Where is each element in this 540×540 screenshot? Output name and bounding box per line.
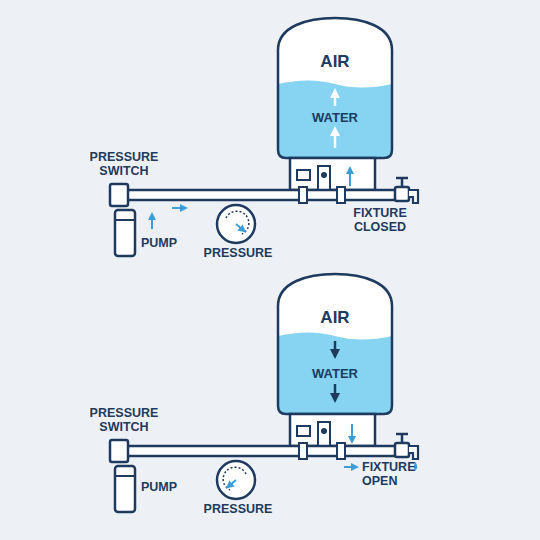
gauge-needle (229, 480, 236, 486)
switch-label: PRESSURE SWITCH (82, 406, 166, 434)
faucet-body (395, 187, 409, 201)
pump (115, 210, 135, 256)
pipe-fitting (337, 443, 345, 459)
pipe-fitting (337, 187, 345, 203)
faucet-handle (396, 434, 408, 443)
inlet-valve (321, 172, 327, 178)
faucet-spout (409, 446, 418, 459)
switch-label: PRESSURE SWITCH (82, 150, 166, 178)
water (270, 332, 400, 426)
pressure-switch (110, 440, 128, 462)
pressure-switch (110, 184, 128, 206)
fixture-label: FIXTURE OPEN (362, 460, 428, 488)
water-rise-arrow (334, 93, 337, 106)
inflow-arrow (349, 170, 351, 186)
water-fall-arrow (334, 384, 337, 398)
gauge-scale (223, 467, 246, 490)
tank-outline (278, 18, 392, 158)
tank-outline (278, 274, 392, 414)
tank: AIR WATER (278, 274, 392, 414)
pipe (124, 190, 396, 200)
faucet-spout (409, 190, 418, 203)
flow-arrow (172, 207, 184, 209)
pipe (124, 446, 396, 456)
pipe-fitting (299, 187, 307, 203)
faucet-handle (396, 178, 408, 187)
gauge-needle (236, 224, 243, 230)
tank-inlet (318, 166, 330, 190)
tank-inlet (318, 422, 330, 446)
gauge-scale (226, 211, 249, 234)
water-label: WATER (278, 366, 392, 381)
pump-band (115, 219, 135, 221)
faucet-body (395, 443, 409, 457)
air-label: AIR (278, 52, 392, 71)
inlet-valve (321, 428, 327, 434)
water-label: WATER (278, 110, 392, 125)
pump (115, 466, 135, 512)
fixture-label: FIXTURE CLOSED (338, 206, 422, 234)
base-box (297, 170, 310, 180)
tank: AIR WATER (278, 18, 392, 158)
water (270, 80, 400, 170)
air-label: AIR (278, 308, 392, 327)
pressure-gauge (217, 461, 255, 499)
flow-arrow (344, 466, 355, 468)
pump-label: PUMP (141, 480, 201, 494)
pressure-gauge (217, 205, 255, 243)
outflow-arrow (351, 424, 353, 440)
gauge-label: PRESSURE (193, 246, 283, 260)
tank-base (290, 158, 375, 190)
pump-arrow (151, 216, 153, 229)
tank-base (290, 414, 375, 446)
base-box (297, 426, 310, 436)
water-rise-arrow (334, 131, 337, 148)
pump-band (115, 475, 135, 477)
pipe-fitting (299, 443, 307, 459)
gauge-label: PRESSURE (193, 502, 283, 516)
air-push-arrow (334, 341, 337, 354)
pump-label: PUMP (141, 236, 201, 250)
